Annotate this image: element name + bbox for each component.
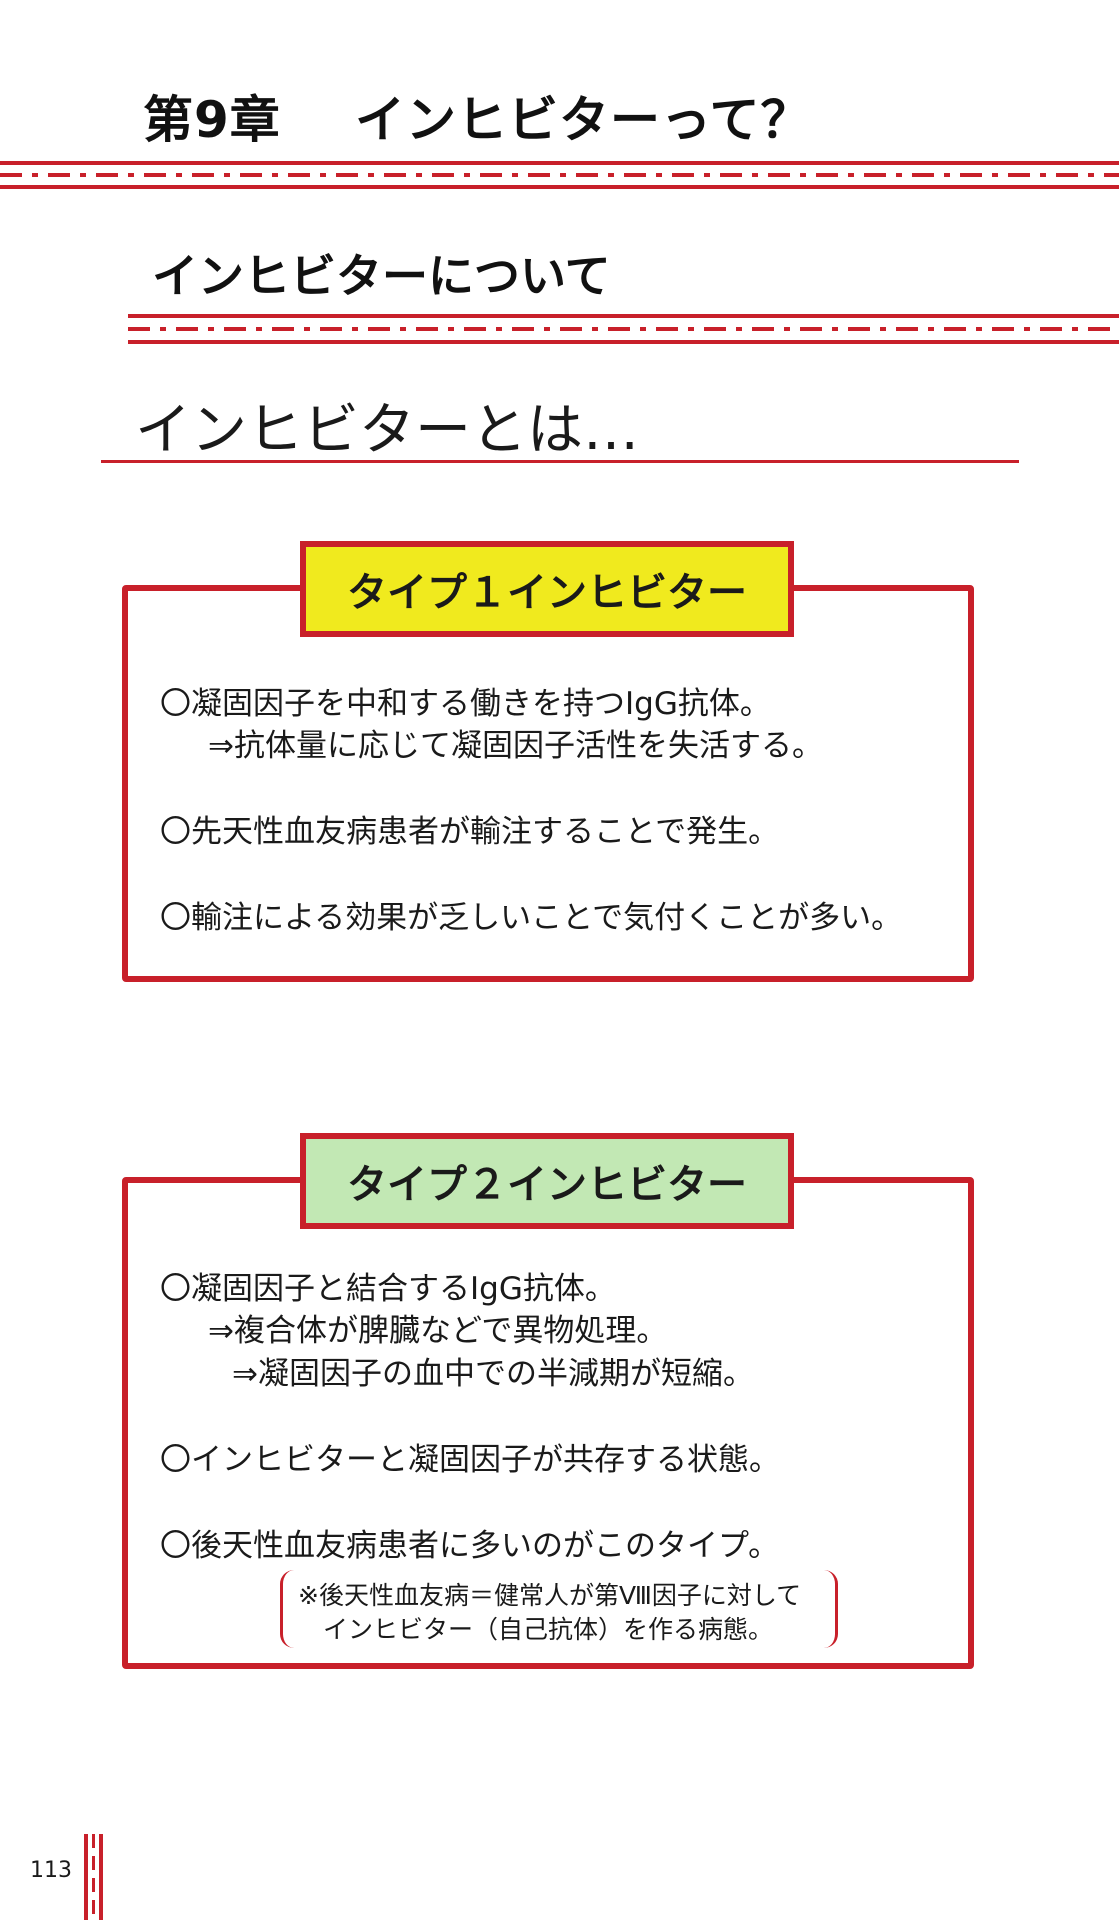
margin-bar-left <box>84 1834 88 1920</box>
type2-label: タイプ２インヒビター <box>300 1133 794 1229</box>
type1-line-3: 〇先天性血友病患者が輸注することで発生。 <box>160 814 780 850</box>
type2-line-1: 〇凝固因子と結合するIgG抗体。 <box>160 1271 616 1307</box>
type1-line-1: 〇凝固因子を中和する働きを持つIgG抗体。 <box>160 686 771 722</box>
margin-bar-right <box>99 1834 103 1920</box>
section-rule-dashed <box>128 327 1119 331</box>
type2-box <box>122 1177 974 1669</box>
note-bracket <box>280 1570 838 1648</box>
chapter-rule-top <box>0 161 1119 165</box>
type2-line-3: ⇒凝固因子の血中での半減期が短縮。 <box>232 1356 754 1392</box>
chapter-rule-dashed <box>0 173 1119 177</box>
type1-label-text: タイプ１インヒビター <box>347 570 747 616</box>
type2-line-2: ⇒複合体が脾臓などで異物処理。 <box>208 1313 668 1349</box>
subtitle-underline <box>101 460 1019 463</box>
chapter-title: インヒビターって？ <box>355 91 812 149</box>
type2-label-text: タイプ２インヒビター <box>347 1162 747 1208</box>
type1-label: タイプ１インヒビター <box>300 541 794 637</box>
section-rule-top <box>128 314 1119 318</box>
chapter-number: 第9章 <box>143 91 281 149</box>
margin-bar-dashed <box>92 1834 95 1920</box>
type1-line-2: ⇒抗体量に応じて凝固因子活性を失活する。 <box>208 728 823 764</box>
chapter-heading: 第9章 インヒビターって？ <box>143 80 812 152</box>
section-title: インヒビターについて <box>152 249 611 303</box>
page-number: 113 <box>30 1858 72 1883</box>
chapter-rule-bottom <box>0 185 1119 189</box>
type1-line-4: 〇輸注による効果が乏しいことで気付くことが多い。 <box>160 900 903 936</box>
subtitle: インヒビターとは… <box>135 398 639 463</box>
note-line-1: ※後天性血友病＝健常人が第Ⅷ因子に対して <box>298 1581 802 1610</box>
note-line-2: インヒビター（自己抗体）を作る病態。 <box>323 1615 774 1644</box>
type2-line-4: 〇インヒビターと凝固因子が共存する状態。 <box>160 1442 780 1478</box>
type2-line-5: 〇後天性血友病患者に多いのがこのタイプ。 <box>160 1528 780 1564</box>
section-rule-bottom <box>128 340 1119 344</box>
